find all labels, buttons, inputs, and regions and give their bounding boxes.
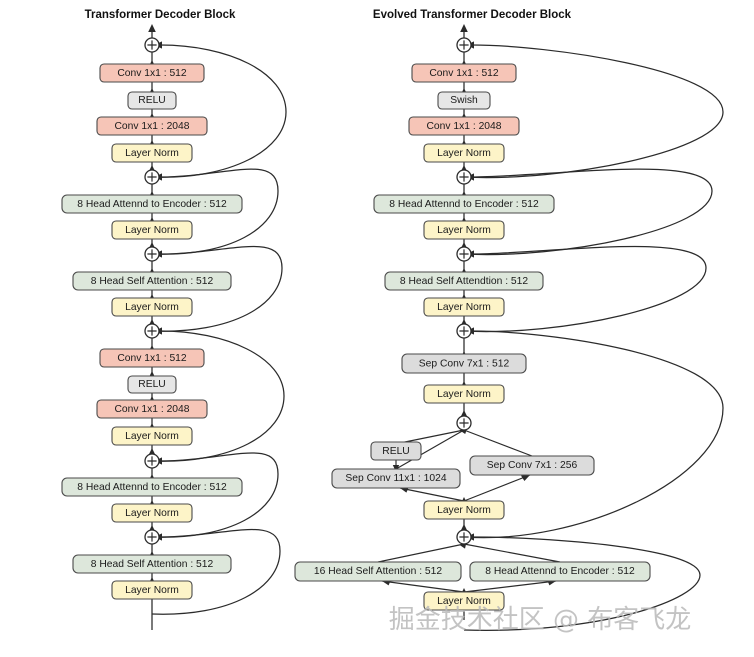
left-node-label-conv512-b: Conv 1x1 : 512: [117, 353, 187, 364]
left-adder-3: [144, 246, 160, 262]
left-node-layernorm-e[interactable]: Layer Norm: [111, 503, 193, 523]
watermark-text: 掘金技术社区 @ 布客飞龙: [389, 605, 692, 635]
left-adder-6: [144, 529, 160, 545]
left-node-label-self-attention-a: 8 Head Self Attention : 512: [91, 276, 214, 287]
right-node-label-layernorm-b: Layer Norm: [437, 225, 491, 236]
right-node-label-layernorm-d: Layer Norm: [437, 389, 491, 400]
right-node-layernorm-d[interactable]: Layer Norm: [423, 384, 505, 404]
left-node-label-layernorm-a: Layer Norm: [125, 148, 179, 159]
right-node-label-conv2048: Conv 1x1 : 2048: [427, 121, 502, 132]
right-node-layernorm-c[interactable]: Layer Norm: [423, 297, 505, 317]
left-node-conv512-a[interactable]: Conv 1x1 : 512: [99, 63, 205, 83]
left-node-label-relu-b: RELU: [138, 379, 165, 390]
right-node-conv512[interactable]: Conv 1x1 : 512: [411, 63, 517, 83]
right-node-label-layernorm-f: Layer Norm: [437, 596, 491, 607]
left-node-label-layernorm-c: Layer Norm: [125, 302, 179, 313]
left-node-layernorm-f[interactable]: Layer Norm: [111, 580, 193, 600]
right-node-label-sepconv7x1-256: Sep Conv 7x1 : 256: [487, 460, 578, 471]
left-node-label-layernorm-e: Layer Norm: [125, 508, 179, 519]
left-node-label-attend-encoder-a: 8 Head Attennd to Encoder : 512: [77, 199, 227, 210]
right-node-label-layernorm-a: Layer Norm: [437, 148, 491, 159]
right-node-attend-encoder-b[interactable]: 8 Head Attennd to Encoder : 512: [469, 561, 651, 582]
left-node-conv2048-b[interactable]: Conv 1x1 : 2048: [96, 399, 208, 419]
left-node-label-self-attention-b: 8 Head Self Attention : 512: [91, 559, 214, 570]
right-output-arrowhead: [460, 24, 468, 32]
left-node-label-conv2048-b: Conv 1x1 : 2048: [115, 404, 190, 415]
right-node-layernorm-e[interactable]: Layer Norm: [423, 500, 505, 520]
left-output-arrowhead: [148, 24, 156, 32]
left-residual-6: [151, 528, 281, 615]
right-node-self-attention[interactable]: 8 Head Self Attendtion : 512: [384, 271, 544, 291]
right-adder-3: [456, 246, 472, 262]
left-residual-5: [151, 452, 279, 538]
left-residual-1: [151, 44, 287, 178]
column-title-transformer: Transformer Decoder Block: [85, 9, 236, 21]
right-node-attend-encoder-a[interactable]: 8 Head Attennd to Encoder : 512: [373, 194, 555, 214]
right-node-label-attend-encoder-b: 8 Head Attennd to Encoder : 512: [485, 566, 635, 577]
right-adder-2: [456, 169, 472, 185]
left-node-label-conv2048-a: Conv 1x1 : 2048: [115, 121, 190, 132]
left-node-label-layernorm-b: Layer Norm: [125, 225, 179, 236]
left-node-layernorm-b[interactable]: Layer Norm: [111, 220, 193, 240]
right-adder-1: [456, 37, 472, 53]
right-node-swish[interactable]: Swish: [437, 91, 491, 110]
left-node-label-relu-a: RELU: [138, 95, 165, 106]
left-residual-2: [151, 168, 279, 255]
right-node-label-relu: RELU: [382, 446, 409, 457]
right-adder-5: [456, 415, 472, 431]
right-node-label-16head-self-attention: 16 Head Self Attention : 512: [314, 566, 443, 577]
left-node-label-layernorm-d: Layer Norm: [125, 431, 179, 442]
column-title-evolved: Evolved Transformer Decoder Block: [373, 9, 572, 21]
left-node-label-attend-encoder-b: 8 Head Attennd to Encoder : 512: [77, 482, 227, 493]
right-adder-4: [456, 323, 472, 339]
right-node-layernorm-b[interactable]: Layer Norm: [423, 220, 505, 240]
right-node-sepconv7x1-512[interactable]: Sep Conv 7x1 : 512: [401, 353, 527, 374]
right-node-label-attend-encoder-a: 8 Head Attennd to Encoder : 512: [389, 199, 539, 210]
right-node-16head-self-attention[interactable]: 16 Head Self Attention : 512: [294, 561, 462, 582]
left-node-relu-a[interactable]: RELU: [127, 91, 177, 110]
right-node-layernorm-a[interactable]: Layer Norm: [423, 143, 505, 163]
left-node-label-conv512-a: Conv 1x1 : 512: [117, 68, 187, 79]
right-node-label-layernorm-c: Layer Norm: [437, 302, 491, 313]
left-node-layernorm-d[interactable]: Layer Norm: [111, 426, 193, 446]
right-node-sepconv11x1-1024[interactable]: Sep Conv 11x1 : 1024: [331, 468, 461, 489]
right-node-label-sepconv7x1-512: Sep Conv 7x1 : 512: [419, 359, 510, 370]
right-node-conv2048[interactable]: Conv 1x1 : 2048: [408, 116, 520, 136]
right-node-label-sepconv11x1-1024: Sep Conv 11x1 : 1024: [345, 473, 446, 484]
left-residual-3: [151, 245, 283, 332]
left-node-layernorm-c[interactable]: Layer Norm: [111, 297, 193, 317]
right-adder-6: [456, 529, 472, 545]
right-node-relu[interactable]: RELU: [370, 441, 422, 461]
left-node-conv512-b[interactable]: Conv 1x1 : 512: [99, 348, 205, 368]
right-residual-5: [463, 536, 701, 631]
left-node-layernorm-a[interactable]: Layer Norm: [111, 143, 193, 163]
right-node-layernorm-f[interactable]: Layer Norm: [423, 591, 505, 611]
column-transformer-decoder-block: Transformer Decoder Block: [61, 9, 287, 630]
left-node-relu-b[interactable]: RELU: [127, 375, 177, 394]
left-adder-2: [144, 169, 160, 185]
column-evolved-transformer-decoder-block: Evolved Transformer Decoder Block: [294, 9, 724, 631]
left-node-conv2048-a[interactable]: Conv 1x1 : 2048: [96, 116, 208, 136]
left-adder-5: [144, 453, 160, 469]
right-residual-3: [463, 245, 707, 333]
left-node-self-attention-a[interactable]: 8 Head Self Attention : 512: [72, 271, 232, 291]
left-node-self-attention-b[interactable]: 8 Head Self Attention : 512: [72, 554, 232, 574]
left-adder-1: [144, 37, 160, 53]
right-residual-connections: [463, 41, 724, 631]
right-node-label-layernorm-e: Layer Norm: [437, 505, 491, 516]
left-node-attend-encoder-a[interactable]: 8 Head Attennd to Encoder : 512: [61, 194, 243, 214]
right-residual-4: [463, 330, 724, 539]
left-node-attend-encoder-b[interactable]: 8 Head Attennd to Encoder : 512: [61, 477, 243, 497]
left-adder-4: [144, 323, 160, 339]
left-node-label-layernorm-f: Layer Norm: [125, 585, 179, 596]
right-node-label-conv512: Conv 1x1 : 512: [429, 68, 499, 79]
right-node-sepconv7x1-256[interactable]: Sep Conv 7x1 : 256: [469, 455, 595, 476]
right-node-label-swish: Swish: [450, 95, 478, 106]
right-node-label-self-attention: 8 Head Self Attendtion : 512: [400, 276, 529, 287]
left-residual-4: [151, 330, 285, 462]
